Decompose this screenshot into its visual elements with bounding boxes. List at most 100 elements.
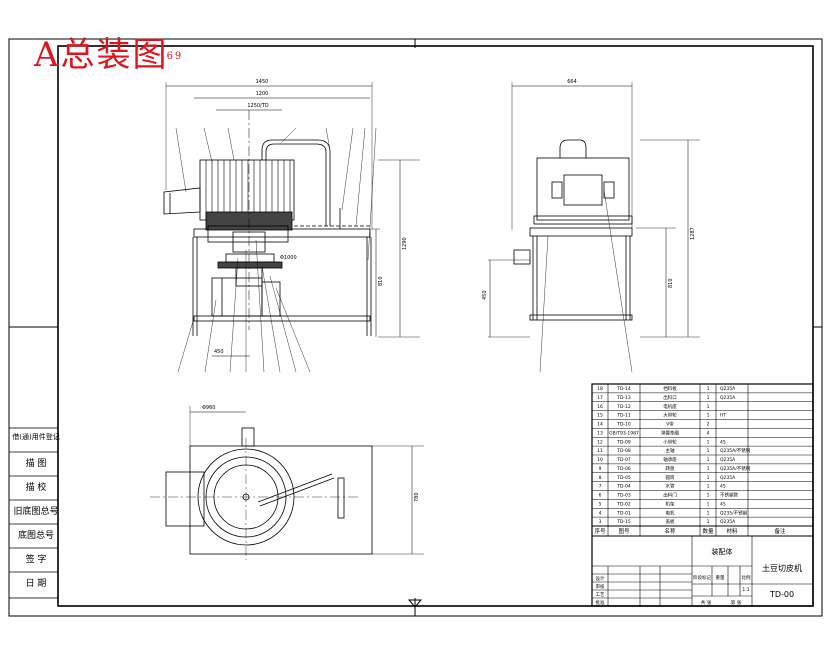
bom-cell-no: 5 xyxy=(599,501,602,507)
sign-review: 审核 xyxy=(596,583,605,590)
top-view xyxy=(150,406,424,560)
bom-cell-qty: 1 xyxy=(707,413,710,419)
side-row-1: 描 图 xyxy=(25,459,47,469)
dim-top-depth: 780 xyxy=(414,492,420,502)
dim-side-width: 664 xyxy=(567,79,577,85)
bom-cell-name: 水管 xyxy=(666,483,675,490)
bom-cell-no: 9 xyxy=(599,466,602,472)
dim-front-width: 1450 xyxy=(256,79,269,85)
page-title-text: A总装图 xyxy=(34,35,169,75)
sheet-current: 第 张 xyxy=(731,599,742,606)
bom-cell-part: TD-13 xyxy=(616,395,631,401)
bom-cell-part: TD-07 xyxy=(616,457,631,463)
bom-cell-part: TD-11 xyxy=(616,413,631,419)
side-row-0: 借(通)用件登记 xyxy=(12,433,60,441)
side-view xyxy=(488,82,700,373)
bom-cell-qty: 1 xyxy=(707,501,710,507)
side-row-5: 签 字 xyxy=(25,555,47,565)
dim-front-center: 1250/TD xyxy=(247,103,268,109)
bom-cell-no: 11 xyxy=(597,448,603,454)
bom-cell-name: V带 xyxy=(666,422,674,428)
sign-process: 工艺 xyxy=(596,592,605,598)
bom-cell-name: 电机座 xyxy=(663,403,677,410)
sheets-total: 共 张 xyxy=(701,599,712,606)
bom-cell-no: 15 xyxy=(597,413,603,419)
bom-cell-part: TD-02 xyxy=(616,501,631,507)
bom-cell-name: 弹簧垫圈 xyxy=(661,429,679,436)
bom-cell-no: 6 xyxy=(599,493,602,499)
bom-cell-no: 4 xyxy=(599,510,602,516)
bom-cell-part: TD-08 xyxy=(616,448,631,454)
bom-cell-mat: 45 xyxy=(720,484,726,490)
bom-cell-part: TD-12 xyxy=(616,404,631,410)
bom-cell-mat: Q235/不锈钢 xyxy=(720,509,748,516)
bom-cell-part: TD-04 xyxy=(616,484,631,490)
scale-label-head: 比例 xyxy=(742,574,751,581)
bom-cell-name: 出料口 xyxy=(663,394,677,401)
bom-cell-part: TD-05 xyxy=(616,475,631,481)
bom-cell-qty: 4 xyxy=(707,430,710,436)
bom-cell-no: 3 xyxy=(599,519,602,525)
sheet-frame xyxy=(8,38,823,617)
bom-cell-mat: 45 xyxy=(720,501,726,507)
bom-cell-no: 18 xyxy=(597,386,603,392)
drawing-name: 土豆切皮机 xyxy=(762,563,802,573)
bom-cell-no: 7 xyxy=(599,484,602,490)
bom-cell-mat: Q235A xyxy=(720,475,736,481)
bom-cell-name: 主轴 xyxy=(666,447,675,454)
page-title-sub: 69 xyxy=(166,51,184,62)
title-block xyxy=(591,383,814,607)
side-row-4: 底图总号 xyxy=(17,531,54,541)
stage-label: 阶段标记 xyxy=(693,574,711,581)
dim-top-dia: Φ960 xyxy=(202,405,215,411)
bom-cell-no: 16 xyxy=(597,404,603,410)
sign-approve: 批准 xyxy=(596,599,605,606)
bom-cell-mat: Q235A xyxy=(720,395,736,401)
bom-cell-part: TD-09 xyxy=(616,439,631,445)
sign-design: 设计 xyxy=(596,575,605,582)
dim-front-leg: 810 xyxy=(378,276,384,286)
dim-front-motor: Φ1000 xyxy=(280,255,297,261)
bom-cell-qty: 1 xyxy=(707,510,710,516)
bom-cell-name: 圆筒 xyxy=(666,474,675,481)
bom-cell-qty: 1 xyxy=(707,386,710,392)
bom-cell-qty: 1 xyxy=(707,475,710,481)
bom-cell-mat: Q235A xyxy=(720,519,736,525)
bom-cell-mat: Q235A/不锈钢 xyxy=(720,465,751,472)
side-row-6: 日 期 xyxy=(25,579,47,589)
dim-front-bottom: 450 xyxy=(214,349,224,355)
bom-cell-no: 10 xyxy=(597,457,603,463)
side-row-3: 旧底图总号 xyxy=(13,507,59,517)
bom-cell-mat: HT xyxy=(720,413,726,419)
bom-cell-part: TD-01 xyxy=(616,510,631,516)
bom-cell-no: 14 xyxy=(597,422,603,428)
front-view xyxy=(163,82,420,373)
bom-cell-part: GB/T93-1987 xyxy=(609,430,639,436)
side-row-2: 描 校 xyxy=(25,483,47,493)
header-part: 图号 xyxy=(618,527,630,535)
bom-cell-part: TD-06 xyxy=(616,466,631,472)
page-title: A总装图69 xyxy=(34,38,183,72)
bom-cell-qty: 1 xyxy=(707,457,710,463)
bom-cell-no: 13 xyxy=(597,430,603,436)
header-name: 名称 xyxy=(664,527,676,535)
bom-cell-name: 挡料板 xyxy=(663,385,677,392)
bom-cell-mat: 不锈钢管 xyxy=(720,492,738,499)
weight-label: 重量 xyxy=(716,574,725,581)
scale-value: 1:1 xyxy=(742,587,749,593)
bom-cell-qty: 1 xyxy=(707,395,710,401)
bom-cell-name: 转盘 xyxy=(666,465,675,472)
bom-cell-no: 8 xyxy=(599,475,602,481)
bom-cell-part: TD-10 xyxy=(616,422,631,428)
bom-cell-qty: 1 xyxy=(707,466,710,472)
dim-side-bottom: 450 xyxy=(482,290,488,300)
bom-cell-qty: 1 xyxy=(707,484,710,490)
bom-cell-no: 12 xyxy=(597,439,603,445)
side-registration-table xyxy=(8,427,59,599)
bom-cell-name: 小带轮 xyxy=(663,438,677,445)
title-block-text: 土豆切皮机 TD-00 装配体 序号 图号 名称 数量 材料 备注 阶段标记 重… xyxy=(594,527,802,606)
bom-cell-name: 盖板 xyxy=(666,518,675,525)
bom-cell-name: 电机 xyxy=(666,509,675,516)
header-no: 序号 xyxy=(594,527,606,535)
